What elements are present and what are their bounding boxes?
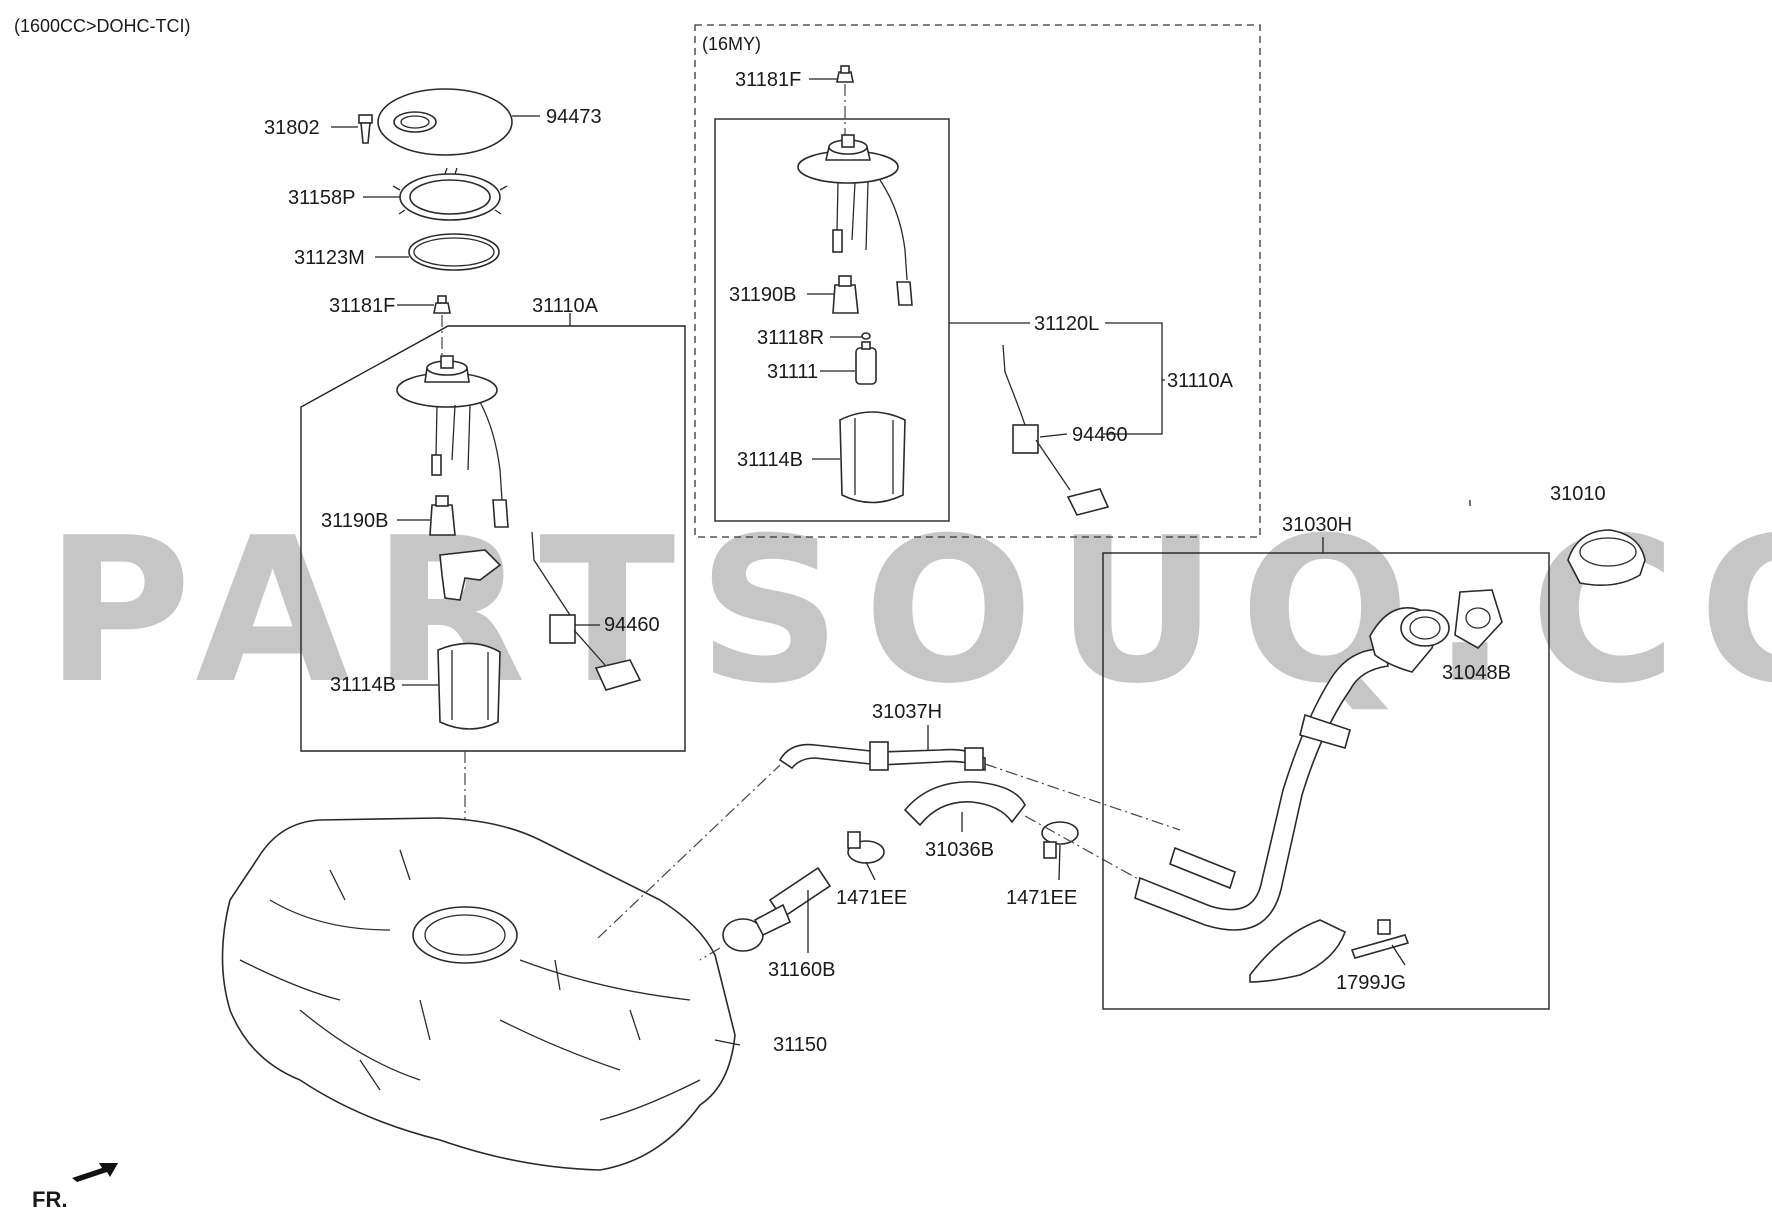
callout-31111: 31111: [767, 361, 818, 383]
leader-lines: [331, 78, 1471, 1046]
filler-neck-insert-31160B: [722, 866, 832, 952]
front-direction-arrow: [72, 1163, 118, 1182]
reservoir-31114B-left: [437, 642, 501, 730]
pump-flange-16my: [797, 134, 913, 306]
callout-31036B: 31036B: [925, 839, 994, 861]
oring-31118R: [861, 332, 871, 340]
callout-31181F-left: 31181F: [329, 295, 395, 317]
engine-spec-header: (1600CC>DOHC-TCI): [14, 16, 191, 36]
bolt-31802: [358, 114, 373, 144]
front-marker-label: FR.: [32, 1187, 67, 1211]
callout-31190B-16my: 31190B: [729, 284, 796, 306]
callout-31158P: 31158P: [288, 187, 355, 209]
fill-hose-31036B: [903, 781, 1026, 827]
callout-31037H: 31037H: [872, 701, 942, 723]
clamp-1471EE-b: [1041, 821, 1079, 859]
fuel-pump-assembly-box-16my: [714, 118, 950, 522]
sender-94460-16my: [1002, 344, 1110, 516]
heat-shield-bracket: [1249, 919, 1346, 983]
watermark-text: PARTSOUQ.COM: [45, 495, 1772, 728]
variant-16my-box: [694, 24, 1261, 538]
callout-31190B-left: 31190B: [321, 510, 388, 532]
callout-1471EE-b: 1471EE: [1006, 887, 1077, 909]
retainer-plate-31158P: [392, 167, 508, 221]
pump-motor-31111: [855, 341, 877, 385]
callout-31110A-16my: 31110A: [1167, 370, 1234, 392]
callout-31802: 31802: [264, 117, 320, 139]
filter-31190B-16my: [832, 275, 859, 314]
oring-31123M: [408, 233, 500, 271]
reservoir-31114B-16my: [839, 411, 906, 504]
callout-94473: 94473: [546, 106, 602, 128]
axis-line-vent: [597, 764, 781, 939]
bolt-31181F-left: [433, 295, 451, 314]
filter-31190B-left: [429, 495, 456, 536]
callout-31181F-16my: 31181F: [735, 69, 801, 91]
callout-31110A-left: 31110A: [532, 295, 599, 317]
callout-31030H: 31030H: [1282, 514, 1352, 536]
fuel-pump-assembly-box-left: [300, 325, 686, 752]
gasket-94473: [377, 88, 513, 156]
axis-line-insert: [699, 947, 721, 961]
callout-31114B-left: 31114B: [330, 674, 396, 696]
filler-neck-box: [1102, 552, 1550, 1010]
axis-line-vent-filler: [984, 763, 1181, 831]
fuel-cap-31010: [1567, 529, 1646, 586]
vent-hose-31037H: [778, 741, 986, 772]
bracket-left: [439, 549, 502, 601]
callout-31160B: 31160B: [768, 959, 835, 981]
bolt-31181F-16my: [836, 65, 854, 83]
callout-31120L: 31120L: [1034, 313, 1099, 335]
callout-1471EE-a: 1471EE: [836, 887, 907, 909]
callout-labels: 31802 94473 31158P 31123M 31181F 31110A …: [264, 69, 1606, 1056]
cable-tie-1799JG: [1350, 919, 1410, 959]
callout-94460-16my: 94460: [1072, 424, 1128, 446]
fuel-tank-31150: [221, 817, 736, 1171]
clamp-1471EE-a: [847, 831, 885, 864]
variant-16my-label: (16MY): [702, 34, 761, 54]
callout-31048B: 31048B: [1442, 662, 1511, 684]
callout-94460-left: 94460: [604, 614, 660, 636]
pump-flange-left: [396, 355, 509, 528]
filler-neck-pipe-31030H: [1134, 607, 1450, 931]
sender-94460-left: [531, 531, 642, 691]
callout-31010: 31010: [1550, 483, 1606, 505]
callout-31114B-16my: 31114B: [737, 449, 803, 471]
callout-31118R: 31118R: [757, 327, 824, 349]
axis-line-hose-filler: [1024, 815, 1141, 881]
callout-31123M: 31123M: [294, 247, 365, 269]
callout-1799JG: 1799JG: [1336, 972, 1406, 994]
gasket-31048B: [1454, 589, 1503, 650]
callout-31150: 31150: [773, 1034, 827, 1056]
